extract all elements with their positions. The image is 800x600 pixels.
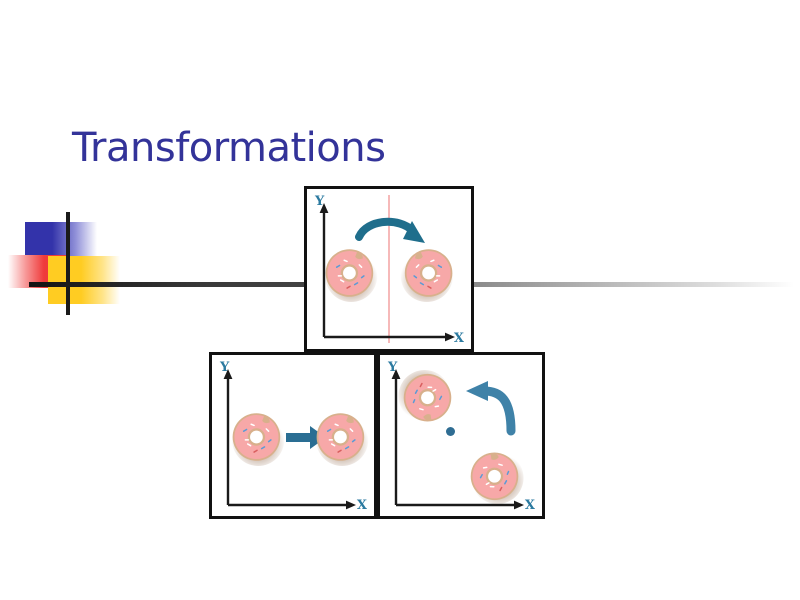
donut-original [321, 244, 379, 302]
accent-square-yellow [48, 256, 120, 304]
page-title: Transformations [72, 125, 386, 171]
donut-original [228, 408, 286, 466]
donut-rotated-lower [455, 436, 534, 515]
panel-reflection: Y X [304, 186, 474, 352]
reflection-arrow-icon [355, 217, 425, 243]
axis-label-y: Y [388, 360, 398, 375]
axis-label-x: X [356, 498, 367, 513]
axis-label-x: X [524, 498, 535, 513]
rotation-center-dot [446, 427, 455, 436]
axes-rotation [391, 369, 524, 510]
panel-rotation: Y X [377, 352, 545, 519]
accent-vertical-line [66, 212, 70, 315]
axis-label-x: X [453, 331, 464, 346]
translation-arrow-icon [286, 426, 326, 449]
donut-mirrored [399, 244, 457, 302]
axes-reflection [319, 203, 455, 342]
rotation-arrow-icon [466, 381, 516, 436]
axis-label-y: Y [315, 194, 325, 209]
axis-label-y: Y [220, 360, 230, 375]
panel-translation: Y X [209, 352, 377, 519]
mirror-line [388, 195, 390, 343]
donut-rotated-upper [387, 358, 466, 437]
axes-translation [223, 369, 356, 510]
donut-translated [312, 408, 370, 466]
